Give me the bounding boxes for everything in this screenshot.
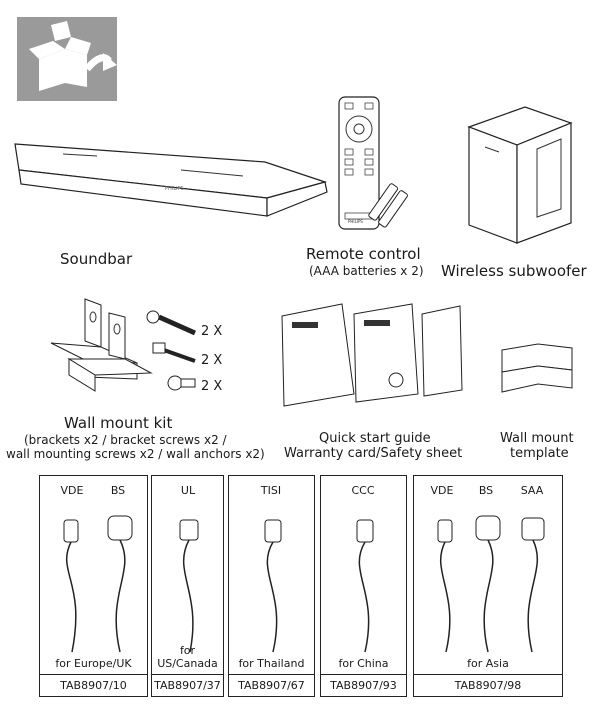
plug-label: CCC — [351, 484, 375, 497]
model-code: TAB8907/37 — [151, 675, 224, 697]
plug-label: BS — [478, 484, 494, 497]
region-label: for Asia — [467, 657, 509, 670]
wall-mount-kit-note-2: wall mounting screws x2 / wall anchors x… — [6, 447, 265, 461]
qty-wall-screws: 2 X — [201, 353, 223, 368]
power-cord-icon — [437, 515, 545, 653]
quick-start-label: Quick start guide — [319, 431, 431, 446]
template-label-1: Wall mount — [500, 431, 574, 446]
region-label: for China — [338, 657, 389, 670]
cable-cell-asia: VDE BS SAA for Asia — [413, 475, 563, 675]
wall-mount-kit-note-1: (brackets x2 / bracket screws x2 / — [24, 433, 227, 447]
wall-mount-template-illustration — [498, 340, 578, 404]
power-cord-icon — [179, 519, 199, 653]
model-code: TAB8907/10 — [39, 675, 148, 697]
unbox-icon — [17, 17, 117, 101]
power-cable-table: VDE BS for Europe/UK TAB8907/10 UL for U… — [39, 475, 563, 697]
cable-cell-us-canada: UL for US/Canada — [151, 475, 224, 675]
region-label: for Thailand — [238, 657, 305, 670]
plug-label: VDE — [60, 484, 84, 497]
subwoofer-label: Wireless subwoofer — [441, 262, 587, 280]
plug-label: UL — [180, 484, 196, 497]
power-cord-icon — [63, 515, 133, 653]
soundbar-label: Soundbar — [60, 250, 133, 268]
documents-illustration — [272, 300, 472, 414]
region-label: for Europe/UK — [55, 657, 132, 670]
power-cord-icon — [264, 519, 282, 653]
plug-label: SAA — [520, 484, 544, 497]
wall-mount-brackets — [45, 295, 155, 399]
soundbar-logo: PHILIPS — [165, 186, 184, 192]
soundbar-illustration: PHILIPS — [5, 140, 330, 224]
cable-cell-china: CCC for China — [320, 475, 407, 675]
power-cord-icon — [356, 519, 374, 653]
cable-cell-eu-uk: VDE BS for Europe/UK — [39, 475, 148, 675]
screws-illustration — [145, 305, 205, 399]
remote-logo: PHILIPS — [348, 219, 363, 224]
remote-illustration: PHILIPS — [335, 95, 435, 239]
template-label-2: template — [510, 446, 569, 461]
remote-label: Remote control — [306, 245, 421, 263]
wall-mount-kit-label: Wall mount kit — [64, 414, 173, 432]
plug-label: BS — [110, 484, 126, 497]
remote-note: (AAA batteries x 2) — [309, 264, 424, 278]
model-code: TAB8907/67 — [228, 675, 315, 697]
region-label: for US/Canada — [157, 644, 218, 670]
model-code: TAB8907/98 — [413, 675, 563, 697]
warranty-label: Warranty card/Safety sheet — [284, 446, 463, 461]
subwoofer-illustration — [465, 105, 575, 249]
qty-bracket-screws: 2 X — [201, 324, 223, 339]
model-code: TAB8907/93 — [320, 675, 407, 697]
cable-cell-thailand: TISI for Thailand — [228, 475, 315, 675]
qty-anchors: 2 X — [201, 379, 223, 394]
plug-label: VDE — [430, 484, 454, 497]
plug-label: TISI — [260, 484, 282, 497]
